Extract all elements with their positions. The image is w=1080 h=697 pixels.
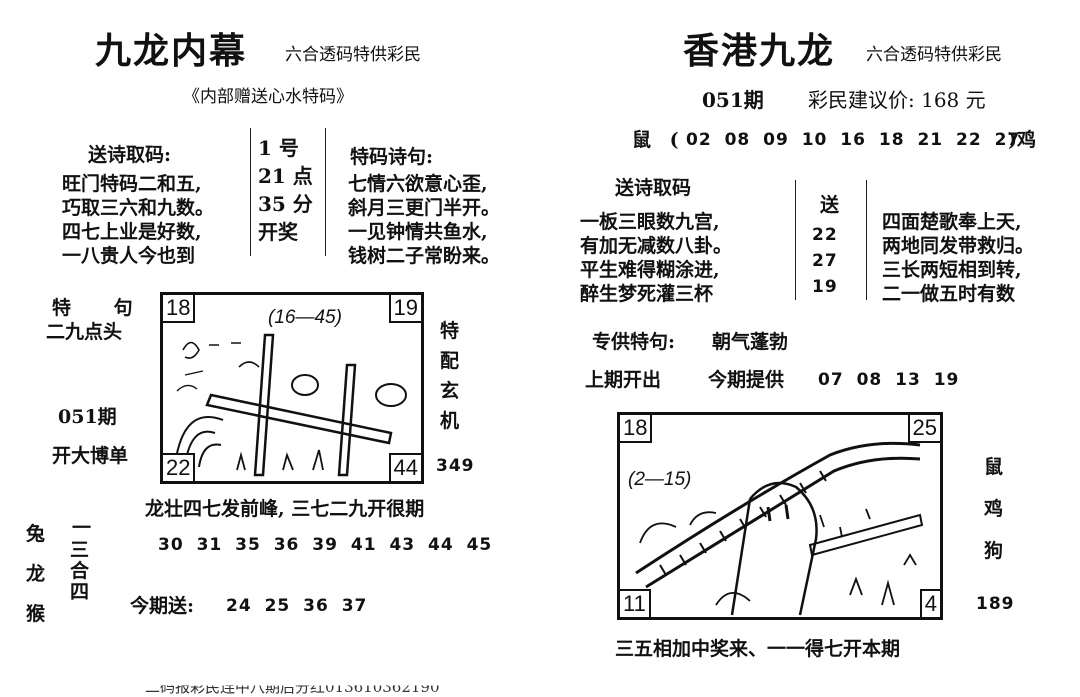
zodiac: 鸡 bbox=[984, 498, 1004, 520]
image-corner-number: 18 bbox=[620, 415, 653, 443]
right-row-start: 鼠 ( bbox=[632, 129, 679, 151]
right-side-zodiac: 鼠 鸡 狗 bbox=[984, 446, 1003, 572]
left-special-poem: 七情六欲意心歪, 斜月三更门半开。 一见钟情共鱼水, 钱树二子常盼来。 bbox=[348, 172, 500, 268]
left-te-ju-label: 特 句 bbox=[52, 297, 151, 319]
right-poem-line: 醉生梦死灌三杯 bbox=[580, 283, 714, 305]
left-te-ju-text: 二九点头 bbox=[46, 321, 123, 343]
right-poem-line: 一板三眼数九宫, bbox=[580, 211, 720, 233]
zodiac: 鼠 bbox=[984, 456, 1004, 478]
image-note: (16—45) bbox=[268, 307, 342, 328]
right-poem-line: 平生难得糊涂进, bbox=[580, 259, 720, 281]
left-big-bet: 开大博单 bbox=[52, 445, 129, 467]
left-poem: 旺门特码二和五, 巧取三六和九数。 四七上业是好数, 一八贵人今也到 bbox=[62, 172, 214, 268]
divider bbox=[795, 180, 796, 300]
right-poem-2: 四面楚歌奉上天, 两地同发带救归。 三长两短相到转, 二一做五时有数 bbox=[882, 210, 1034, 306]
image-corner-number: 18 bbox=[163, 295, 196, 323]
right-poem-line: 三长两短相到转, bbox=[882, 259, 1022, 281]
right-send-label: 送 bbox=[820, 194, 840, 216]
left-promo: 《内部赠送心水特码》 bbox=[183, 87, 353, 107]
send-number: 27 bbox=[812, 251, 838, 271]
draw-info-line: 1 号 bbox=[258, 136, 299, 160]
send-number: 22 bbox=[812, 225, 838, 245]
left-issue: 051期 bbox=[58, 406, 117, 428]
left-special-poem-label: 特码诗句: bbox=[350, 146, 434, 168]
left-draw-info: 1 号 21 点 35 分 开奖 bbox=[258, 134, 313, 246]
right-price: 彩民建议价: 168 元 bbox=[808, 88, 986, 112]
left-side-number: 349 bbox=[436, 456, 475, 476]
right-row-numbers: 02 08 09 10 16 18 21 22 27 bbox=[686, 130, 1021, 150]
sanhe-top: 一 bbox=[72, 517, 92, 539]
right-special-label: 专供特句: bbox=[592, 331, 676, 353]
right-send-numbers: 22 27 19 bbox=[812, 222, 838, 300]
special-poem-line: 一见钟情共鱼水, bbox=[348, 221, 488, 243]
divider bbox=[250, 128, 251, 256]
special-poem-line: 钱树二子常盼来。 bbox=[348, 245, 501, 267]
divider bbox=[325, 128, 326, 256]
left-poem-line: 巧取三六和九数。 bbox=[62, 197, 215, 219]
left-puzzle-image: 18 19 22 44 (16—45) bbox=[160, 292, 424, 484]
right-special-text: 朝气蓬勃 bbox=[712, 331, 789, 353]
divider bbox=[866, 180, 867, 300]
right-poem-line: 两地同发带救归。 bbox=[882, 235, 1035, 257]
image-note: (2—15) bbox=[628, 469, 692, 490]
left-today-label: 今期送: bbox=[130, 595, 195, 617]
image-corner-number: 19 bbox=[388, 295, 421, 323]
left-poem-line: 四七上业是好数, bbox=[62, 221, 202, 243]
left-poem-line: 一八贵人今也到 bbox=[62, 245, 196, 267]
image-corner-number: 11 bbox=[620, 589, 651, 617]
left-title: 九龙内幕 bbox=[95, 30, 248, 72]
right-side-number: 189 bbox=[976, 594, 1015, 614]
sanhe-label: 三合四 bbox=[70, 539, 90, 603]
right-subtitle: 六合透码特供彩民 bbox=[866, 45, 1002, 65]
right-poem-line: 二一做五时有数 bbox=[882, 283, 1016, 305]
zodiac: 兔 bbox=[26, 523, 46, 545]
image-corner-number: 22 bbox=[163, 453, 196, 481]
left-number-list: 30 31 35 36 39 41 43 44 45 bbox=[158, 535, 493, 555]
right-verse: 三五相加中奖来、一一得七开本期 bbox=[615, 638, 901, 660]
left-footer: 二码报彩民连中八期后分红013610362190 bbox=[145, 678, 440, 696]
right-title: 香港九龙 bbox=[683, 30, 836, 72]
right-poem: 一板三眼数九宫, 有加无减数八卦。 平生难得糊涂进, 醉生梦死灌三杯 bbox=[580, 210, 732, 306]
right-this-offer-numbers: 07 08 13 19 bbox=[818, 370, 960, 390]
right-row-end: )鸡 bbox=[1008, 129, 1036, 151]
right-this-offer-label: 今期提供 bbox=[708, 369, 785, 391]
draw-info-line: 开奖 bbox=[258, 220, 298, 244]
zodiac: 龙 bbox=[26, 563, 46, 585]
left-poem-label: 送诗取码: bbox=[88, 144, 172, 166]
zodiac: 猴 bbox=[26, 603, 46, 625]
right-poem-line: 四面楚歌奉上天, bbox=[882, 211, 1022, 233]
right-last-open: 上期开出 bbox=[585, 369, 662, 391]
send-number: 19 bbox=[812, 277, 838, 297]
left-today-numbers: 24 25 36 37 bbox=[226, 596, 368, 616]
right-puzzle-image: 18 25 11 4 (2—15) bbox=[617, 412, 943, 620]
zodiac: 狗 bbox=[984, 540, 1004, 562]
left-zodiac-column: 兔 龙 猴 bbox=[26, 514, 45, 634]
left-subtitle: 六合透码特供彩民 bbox=[285, 45, 421, 65]
left-side-label: 特配玄机 bbox=[440, 320, 460, 432]
image-corner-number: 25 bbox=[907, 415, 940, 443]
right-puzzle-drawing bbox=[635, 441, 924, 616]
image-corner-number: 44 bbox=[388, 453, 421, 481]
right-issue: 051期 bbox=[702, 88, 764, 112]
draw-info-line: 35 分 bbox=[258, 192, 313, 216]
right-poem-line: 有加无减数八卦。 bbox=[580, 235, 733, 257]
left-verse: 龙壮四七发前峰, 三七二九开很期 bbox=[145, 498, 425, 520]
special-poem-line: 七情六欲意心歪, bbox=[348, 173, 488, 195]
draw-info-line: 21 点 bbox=[258, 164, 313, 188]
left-poem-line: 旺门特码二和五, bbox=[62, 173, 202, 195]
left-puzzle-drawing bbox=[174, 333, 407, 477]
special-poem-line: 斜月三更门半开。 bbox=[348, 197, 501, 219]
right-poem-label: 送诗取码 bbox=[615, 177, 692, 199]
image-corner-number: 4 bbox=[919, 589, 940, 617]
